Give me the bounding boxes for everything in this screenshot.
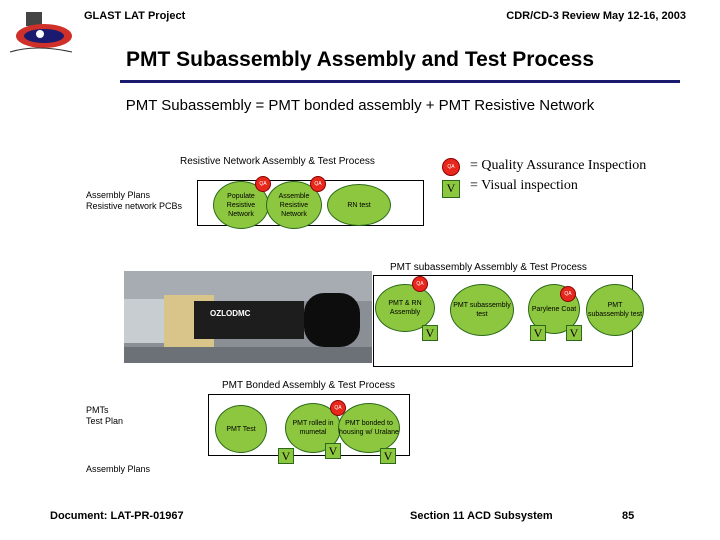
- vi-marker: V: [325, 443, 341, 459]
- pmt-sub-step-final-test: PMT subassembly test: [586, 284, 644, 336]
- pmt-bonded-inputs-bottom: Assembly Plans: [86, 464, 151, 474]
- pmt-bonded-section-title: PMT Bonded Assembly & Test Process: [222, 380, 396, 391]
- pmt-bonded-inputs-top: PMTs Test Plan: [86, 405, 124, 426]
- rn-section-title: Resistive Network Assembly & Test Proces…: [180, 156, 375, 167]
- pmt-sub-step-test: PMT subassembly test: [450, 284, 514, 336]
- qa-marker: QA: [560, 286, 576, 302]
- page-number: 85: [622, 510, 635, 522]
- pmt-bonded-step-test: PMT Test: [215, 405, 267, 453]
- title-rule: [120, 80, 680, 83]
- vi-marker: V: [422, 325, 438, 341]
- qa-marker: QA: [310, 176, 326, 192]
- section-label: Section 11 ACD Subsystem: [410, 510, 553, 522]
- photo-label: OZLODMC: [210, 309, 251, 318]
- page-title: PMT Subassembly Assembly and Test Proces…: [125, 48, 594, 71]
- glast-logo: [6, 8, 76, 58]
- vi-marker: V: [566, 325, 582, 341]
- legend-vi-text: = Visual inspection: [470, 178, 578, 193]
- page-subtitle: PMT Subassembly = PMT bonded assembly + …: [125, 97, 595, 114]
- rn-step-test: RN test: [327, 184, 391, 226]
- pmt-sub-step-assembly: PMT & RN Assembly: [375, 284, 435, 332]
- legend-vi-symbol: V: [442, 180, 460, 198]
- legend-qa-symbol: QA: [442, 158, 460, 176]
- legend-qa-text: = Quality Assurance Inspection: [470, 158, 647, 173]
- vi-marker: V: [530, 325, 546, 341]
- pmt-bonded-step-housing: PMT bonded to housing w/ Uralane: [338, 403, 400, 453]
- qa-marker: QA: [255, 176, 271, 192]
- project-name: GLAST LAT Project: [84, 10, 186, 22]
- qa-marker: QA: [330, 400, 346, 416]
- rn-inputs: Assembly Plans Resistive network PCBs: [86, 190, 183, 211]
- pmt-photo: [124, 271, 372, 363]
- qa-marker: QA: [412, 276, 428, 292]
- pmt-sub-section-title: PMT subassembly Assembly & Test Process: [390, 262, 587, 273]
- document-number: Document: LAT-PR-01967: [50, 510, 184, 522]
- vi-marker: V: [380, 448, 396, 464]
- review-date: CDR/CD-3 Review May 12-16, 2003: [506, 10, 686, 22]
- rn-step-populate: Populate Resistive Network: [213, 181, 269, 229]
- vi-marker: V: [278, 448, 294, 464]
